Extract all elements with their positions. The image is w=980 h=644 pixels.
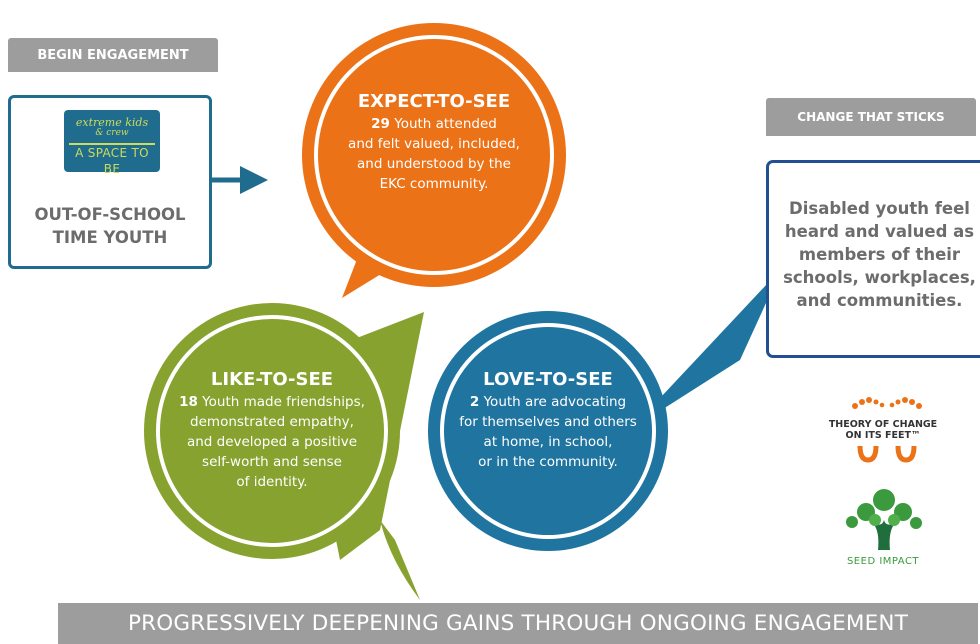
footprints-icon — [852, 397, 922, 463]
arrow-head — [240, 166, 268, 194]
change-text: Disabled youth feel heard and valued as … — [783, 199, 976, 310]
seed-impact-logo: SEED IMPACT — [838, 492, 928, 572]
expect-title: EXPECT-TO-SEE — [357, 91, 511, 112]
logo-line-2: & crew — [95, 128, 129, 138]
like-text: LIKE-TO-SEE 18 Youth made friendships, d… — [162, 368, 382, 492]
change-that-sticks-box: Disabled youth feel heard and valued as … — [766, 160, 980, 358]
theory-of-change-text: THEORY OF CHANGE ON ITS FEET™ — [828, 419, 938, 441]
theory-of-change-logo: THEORY OF CHANGE ON ITS FEET™ — [818, 390, 948, 474]
logo-line-1: extreme kids — [75, 116, 149, 129]
like-bubble — [144, 303, 424, 600]
expect-bubble — [302, 23, 566, 298]
extreme-kids-logo: extreme kids & crew A SPACE TO BE — [64, 110, 160, 176]
love-text: LOVE-TO-SEE 2 Youth are advocating for t… — [438, 368, 658, 472]
begin-title: OUT-OF-SCHOOL TIME YOUTH — [34, 205, 186, 247]
expect-description: Youth attended and felt valued, included… — [348, 116, 520, 192]
like-title: LIKE-TO-SEE — [210, 369, 334, 390]
love-description: Youth are advocating for themselves and … — [459, 394, 637, 470]
expect-count: 29 — [371, 116, 390, 132]
tree-icon — [846, 489, 922, 550]
seed-impact-text: SEED IMPACT — [846, 556, 920, 567]
expect-text: EXPECT-TO-SEE 29 Youth attended and felt… — [326, 90, 542, 194]
love-title: LOVE-TO-SEE — [483, 369, 613, 390]
love-bubble — [428, 268, 782, 551]
footer-banner: PROGRESSIVELY DEEPENING GAINS THROUGH ON… — [58, 603, 978, 644]
begin-engagement-tag: BEGIN ENGAGEMENT — [8, 38, 218, 72]
like-count: 18 — [179, 394, 198, 410]
like-description: Youth made friendships, demonstrated emp… — [186, 394, 365, 490]
begin-engagement-box: extreme kids & crew A SPACE TO BE OUT-OF… — [8, 95, 212, 269]
change-that-sticks-tag: CHANGE THAT STICKS — [766, 98, 976, 136]
logo-line-3: A SPACE TO BE — [69, 143, 155, 177]
love-count: 2 — [469, 394, 480, 410]
